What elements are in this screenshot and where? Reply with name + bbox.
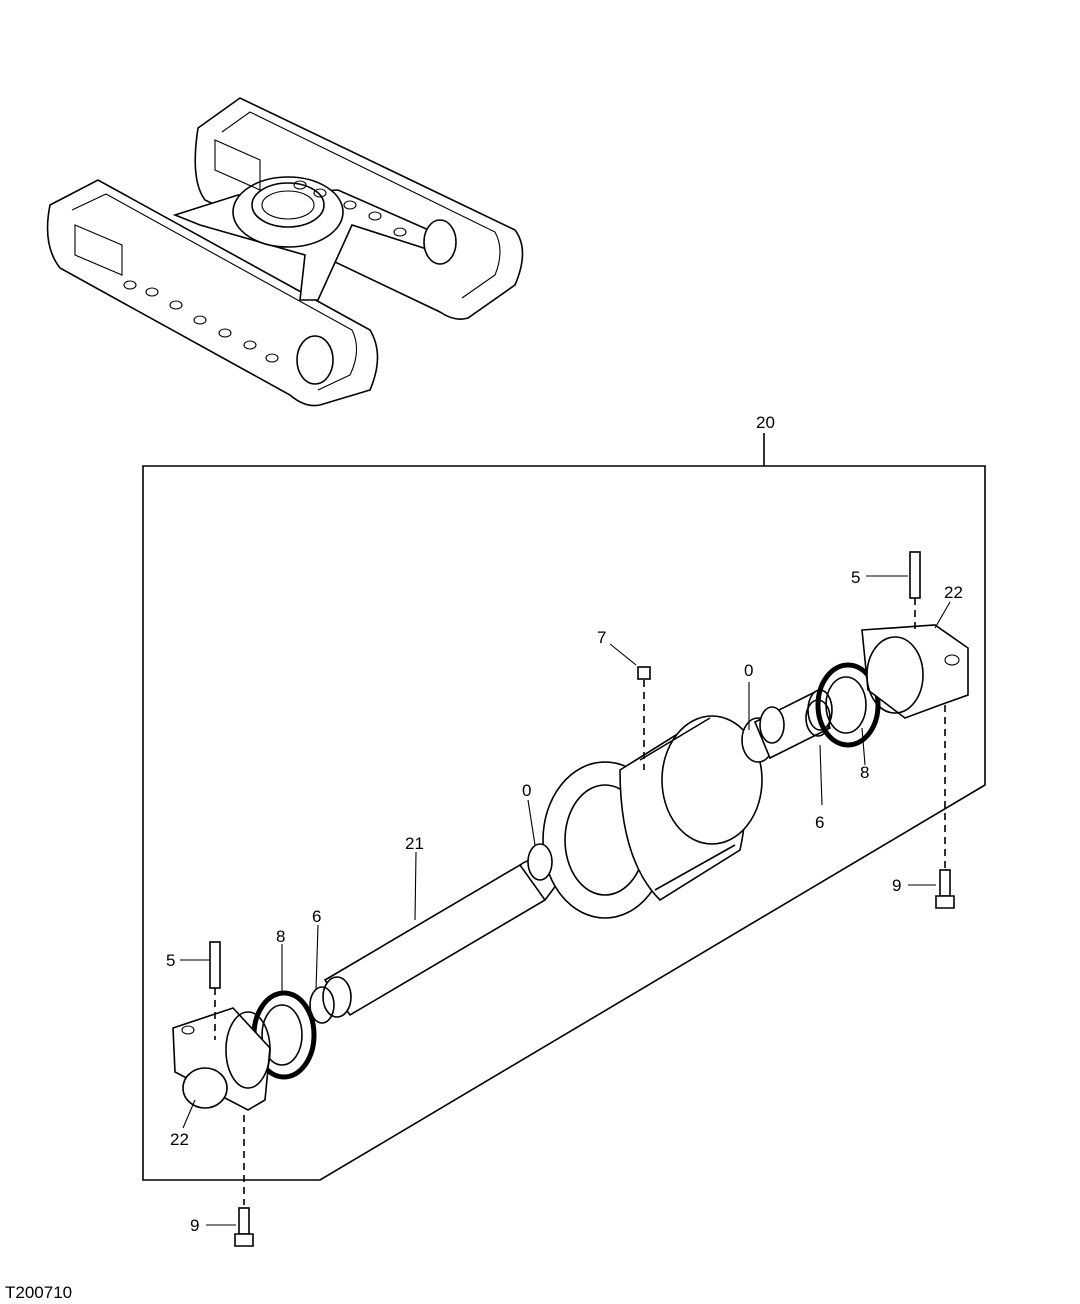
callout-9-right: 9 <box>892 876 901 895</box>
callout-0-left: 0 <box>522 781 531 800</box>
callout-5-right: 5 <box>851 568 860 587</box>
callout-5-left: 5 <box>166 951 175 970</box>
callout-0-right: 0 <box>744 661 753 680</box>
undercarriage-overview <box>46 97 524 407</box>
callout-6-right: 6 <box>815 813 824 832</box>
bolt-left <box>234 1115 254 1247</box>
callout-21: 21 <box>405 834 424 853</box>
callout-6-left: 6 <box>312 907 321 926</box>
bolt-right <box>935 705 955 909</box>
callout-7: 7 <box>597 628 606 647</box>
callout-labels: 20 5 22 7 0 0 6 8 21 9 5 8 6 22 9 <box>166 413 963 1235</box>
assembly-outline <box>142 433 986 1181</box>
center-o-rings <box>527 706 785 881</box>
collar-right <box>861 624 969 719</box>
callout-22-left: 22 <box>170 1130 189 1149</box>
callout-8-left: 8 <box>276 927 285 946</box>
callout-22-right: 22 <box>944 583 963 602</box>
figure-id: T200710 <box>5 1283 72 1302</box>
roller-shaft <box>322 859 561 1018</box>
plug <box>637 666 651 770</box>
track-roller <box>542 715 775 919</box>
leader-lines <box>180 575 951 1226</box>
callout-9-left: 9 <box>190 1216 199 1235</box>
collar-left <box>172 1007 271 1111</box>
callout-20: 20 <box>756 413 775 432</box>
pin-left <box>209 941 221 1040</box>
pin-right <box>909 551 921 630</box>
callout-8-right: 8 <box>860 763 869 782</box>
